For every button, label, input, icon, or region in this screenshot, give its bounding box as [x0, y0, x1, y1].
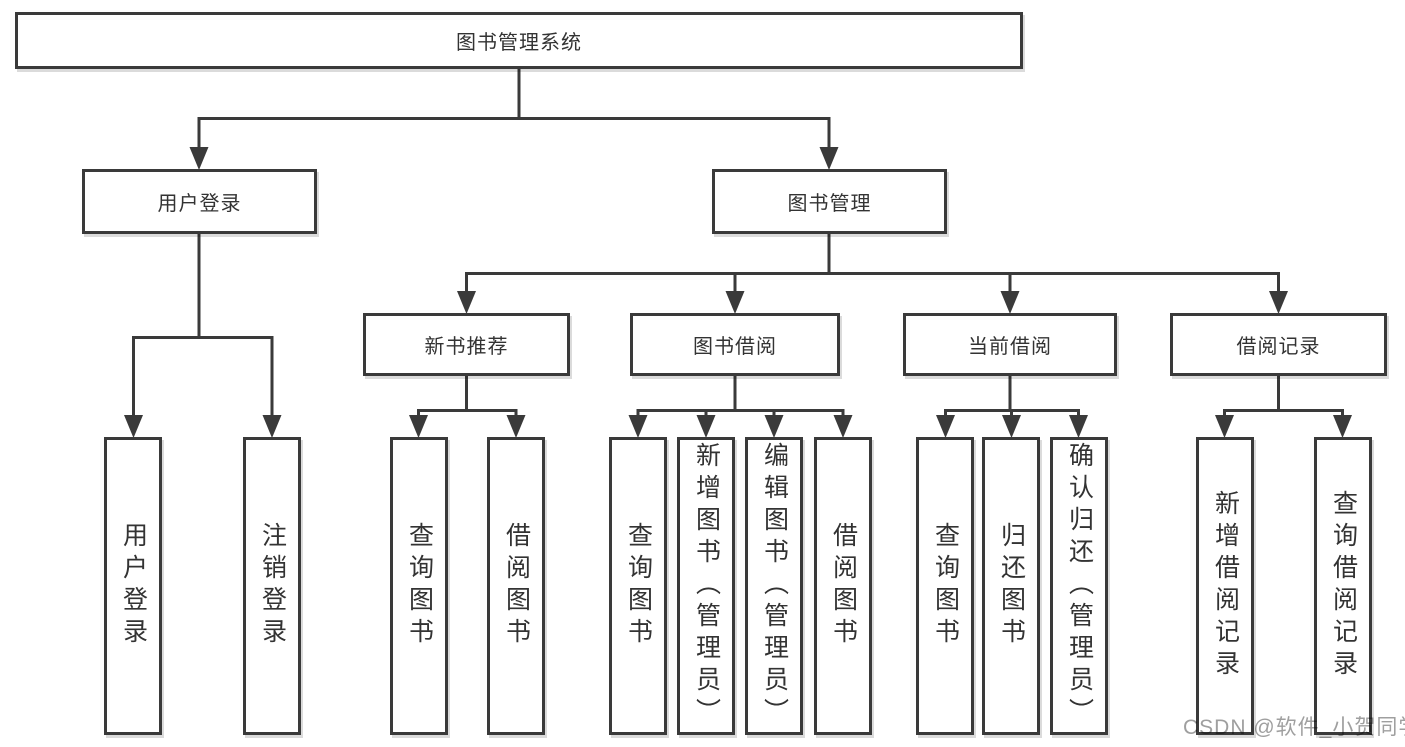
leaf-add-borrow-record: 新增借阅记录	[1196, 437, 1254, 735]
node-user-login: 用户登录	[82, 169, 317, 234]
leaf-return-book: 归还图书	[982, 437, 1040, 735]
node-current-borrow: 当前借阅	[903, 313, 1117, 376]
leaf-query-borrow-record: 查询借阅记录	[1314, 437, 1372, 735]
leaf-borrow-books-recommend: 借阅图书	[487, 437, 545, 735]
leaf-user-login: 用户登录	[104, 437, 162, 735]
leaf-add-book-admin: 新增图书（管理员）	[677, 437, 735, 735]
leaf-confirm-return-admin: 确认归还（管理员）	[1050, 437, 1108, 735]
leaf-logout-login: 注销登录	[243, 437, 301, 735]
node-library-system: 图书管理系统	[15, 12, 1023, 69]
node-book-borrow: 图书借阅	[630, 313, 840, 376]
arrowheads	[124, 147, 1352, 438]
leaf-edit-book-admin: 编辑图书（管理员）	[745, 437, 803, 735]
leaf-query-books-borrow: 查询图书	[609, 437, 667, 735]
leaf-query-books-current: 查询图书	[916, 437, 974, 735]
leaf-query-books-recommend: 查询图书	[390, 437, 448, 735]
watermark: CSDN @软件_小贺同学	[1183, 716, 1405, 739]
node-borrow-records: 借阅记录	[1170, 313, 1387, 376]
leaf-borrow-books-borrow: 借阅图书	[814, 437, 872, 735]
node-book-management: 图书管理	[712, 169, 947, 234]
node-new-book-recommend: 新书推荐	[363, 313, 570, 376]
